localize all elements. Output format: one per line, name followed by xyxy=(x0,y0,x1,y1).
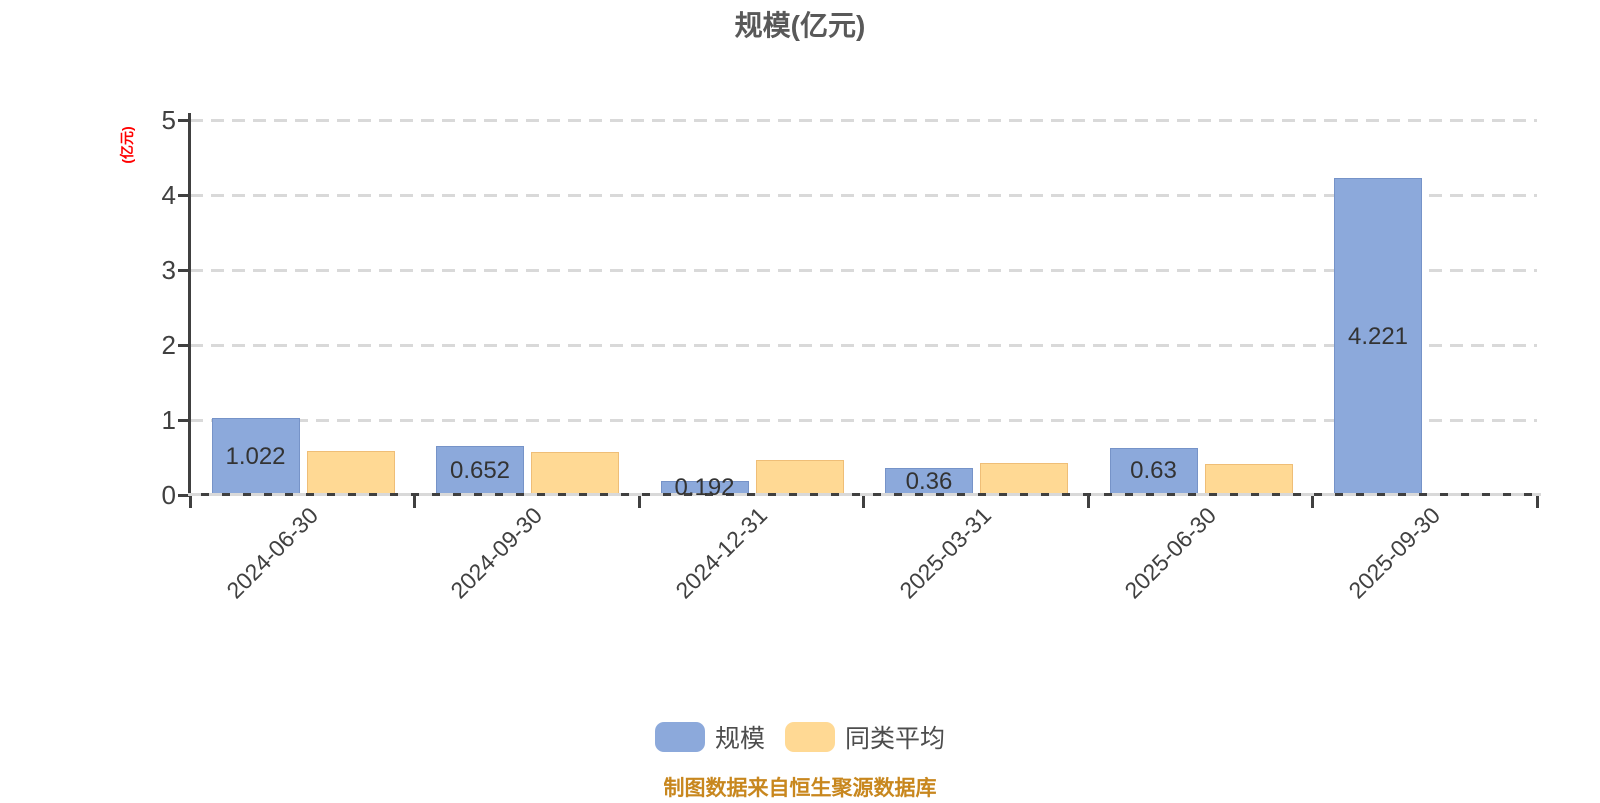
x-axis-tick xyxy=(413,496,416,508)
zero-gridline xyxy=(188,493,1541,496)
bar-peer-average-2025-03-31[interactable] xyxy=(980,462,1068,495)
y-axis-tick xyxy=(178,418,191,422)
x-axis-tick xyxy=(1535,496,1539,508)
y-axis-tick xyxy=(178,268,191,272)
bar-value-label: 0.63 xyxy=(1130,457,1177,485)
y-axis-tick xyxy=(178,343,191,347)
y-axis-tick-label: 1 xyxy=(161,405,176,435)
legend-swatch-peer-average xyxy=(785,722,835,752)
y-axis-tick xyxy=(178,493,191,497)
bar-scale-2024-06-30[interactable] xyxy=(211,418,300,495)
legend-item-scale[interactable]: 规模 xyxy=(654,719,765,755)
legend-label: 规模 xyxy=(714,725,765,753)
y-axis-tick-label: 4 xyxy=(161,180,176,210)
bar-peer-average-2024-09-30[interactable] xyxy=(531,452,619,495)
bar-peer-average-2025-06-30[interactable] xyxy=(1204,464,1293,495)
bar-value-label: 0.36 xyxy=(905,467,953,495)
y-axis-tick-label: 5 xyxy=(161,105,176,135)
x-axis-tick xyxy=(862,496,865,508)
x-axis-label-text: 2024-09-30 xyxy=(445,502,548,604)
y-axis-line xyxy=(188,113,191,497)
gridline xyxy=(190,418,1537,422)
bar-scale-2025-03-31[interactable] xyxy=(885,468,973,495)
x-axis-label-text: 2024-06-30 xyxy=(221,502,323,604)
y-axis-tick-label: 0 xyxy=(161,480,176,510)
chart-title: 规模(亿元) xyxy=(734,10,866,41)
x-axis-label-text: 2024-12-31 xyxy=(670,502,772,604)
legend-item-peer-average[interactable]: 同类平均 xyxy=(785,719,945,755)
x-axis-tick xyxy=(188,496,192,508)
y-axis-tick-label: 2 xyxy=(161,330,176,360)
bar-peer-average-2024-06-30[interactable] xyxy=(306,450,395,495)
legend-swatch-scale xyxy=(654,722,705,752)
bar-scale-2025-06-30[interactable] xyxy=(1109,447,1198,495)
bar-peer-average-2024-12-31[interactable] xyxy=(755,459,844,495)
chart-legend: 规模 同类平均 xyxy=(0,719,1600,755)
legend-label: 同类平均 xyxy=(845,725,946,753)
x-axis-label-text: 2025-09-30 xyxy=(1343,502,1446,604)
footnote-data-source: 制图数据来自恒生聚源数据库 xyxy=(663,777,937,800)
bar-value-label: 4.221 xyxy=(1347,322,1409,350)
gridline xyxy=(190,268,1537,272)
y-axis-tick xyxy=(178,193,191,197)
bar-value-label: 0.652 xyxy=(449,456,511,484)
x-axis-tick xyxy=(1086,496,1090,508)
y-axis-tick xyxy=(178,118,191,122)
x-axis-label-text: 2025-06-30 xyxy=(1119,502,1221,604)
x-axis-label-text: 2025-03-31 xyxy=(894,502,997,604)
bar-value-label: 1.022 xyxy=(225,442,286,470)
x-axis-tick xyxy=(1311,496,1314,508)
bar-scale-2024-09-30[interactable] xyxy=(436,446,524,495)
gridline xyxy=(190,193,1537,197)
bar-scale-2025-09-30[interactable] xyxy=(1334,178,1422,495)
y-axis-tick-label: 3 xyxy=(161,255,176,285)
gridline xyxy=(190,118,1537,122)
gridline xyxy=(190,343,1537,347)
x-axis-tick xyxy=(637,496,641,508)
bar-value-label: 0.192 xyxy=(674,473,735,501)
